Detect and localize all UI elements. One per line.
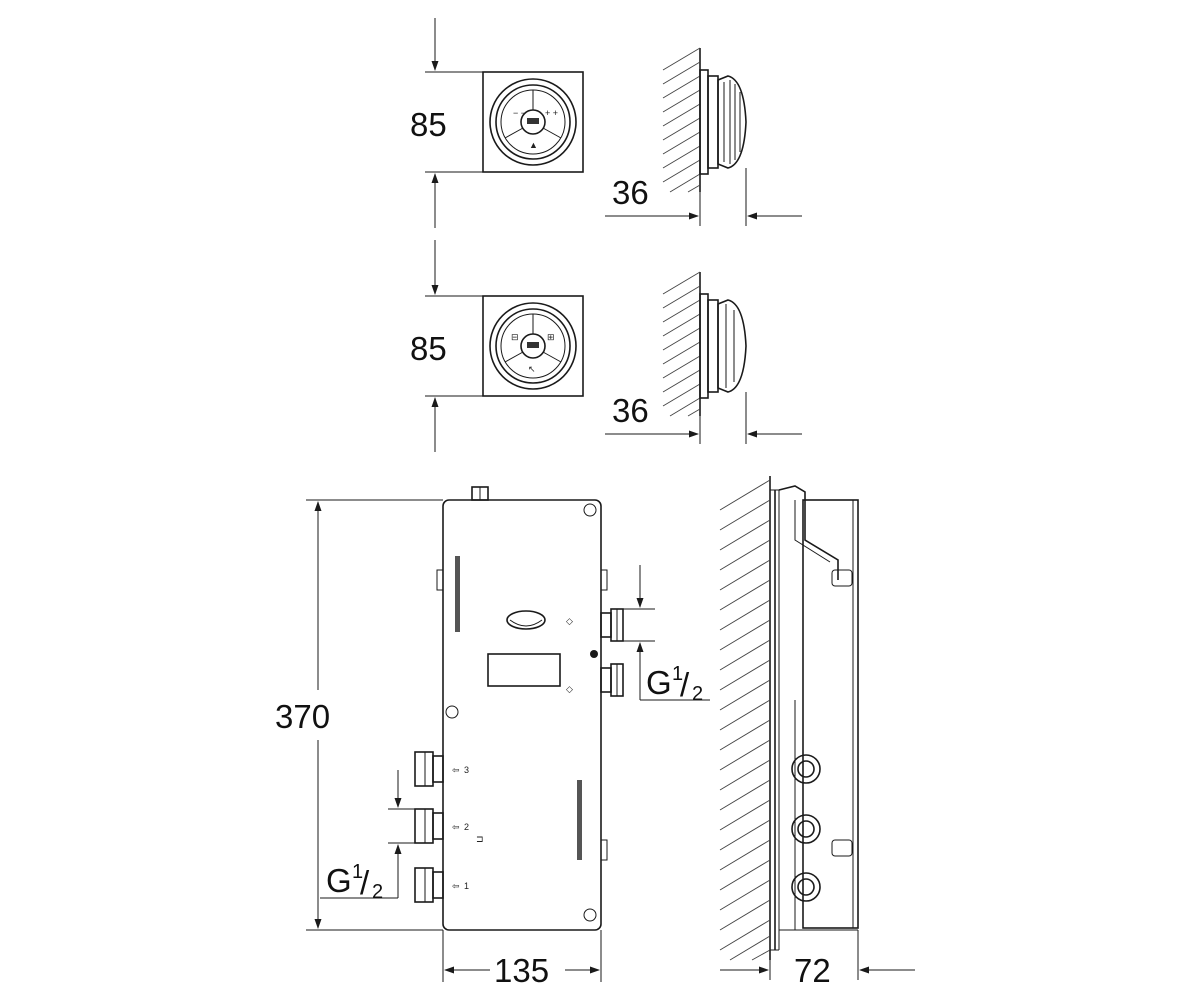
top-panel-height-dimension: 85 [410, 18, 583, 228]
box-depth-dimension: 72 [720, 930, 915, 989]
inlet-frac-num: 1 [352, 861, 363, 883]
svg-text:◇: ◇ [566, 616, 573, 626]
svg-text:⊐: ⊐ [476, 834, 484, 844]
port-label-1: 1 [464, 881, 469, 891]
svg-text:/: / [680, 666, 690, 703]
bottom-panel-front: ⊟ ⊞ ↖ [482, 295, 584, 397]
dim-box-depth: 72 [794, 952, 831, 989]
dim-box-width: 135 [494, 952, 549, 989]
top-panel-front: − − + + ▲ [482, 71, 584, 173]
outlet-frac-num: 1 [672, 663, 683, 685]
svg-text:⇦: ⇦ [452, 822, 460, 832]
port-label-3: 3 [464, 765, 469, 775]
port-label-2: 2 [464, 822, 469, 832]
outlet-thread-dimension: G 1 / 2 [623, 565, 710, 705]
control-box-side [719, 476, 859, 961]
top-panel-depth-dimension: 36 [605, 168, 802, 226]
svg-text:⇦: ⇦ [452, 765, 460, 775]
svg-text:⊟: ⊟ [511, 332, 519, 342]
svg-text:+ +: + + [545, 108, 558, 118]
svg-text:▲: ▲ [529, 140, 538, 150]
wall-hatch-middle [662, 271, 701, 417]
dim-box-height: 370 [275, 698, 330, 735]
svg-text:↖: ↖ [528, 364, 536, 374]
bottom-panel-depth-dimension: 36 [605, 392, 802, 444]
inlet-thread-label: G [326, 862, 352, 899]
svg-text:◇: ◇ [566, 684, 573, 694]
wall-hatch-bottom [719, 479, 771, 961]
inlet-frac-den: 2 [372, 881, 383, 903]
dim-bottom-panel-depth: 36 [612, 392, 649, 429]
wall-hatch-top [662, 47, 701, 193]
inlet-thread-dimension: G 1 / 2 [320, 770, 415, 903]
dim-bottom-panel-height: 85 [410, 330, 447, 367]
outlet-fittings-left: ⇦ 3 ⇦ 2 ⇦ 1 [414, 751, 469, 903]
control-box-front: ◇ ◇ ⊐ [436, 486, 608, 931]
svg-text:⊞: ⊞ [547, 332, 555, 342]
bottom-panel-height-dimension: 85 [410, 240, 583, 452]
bottom-panel-side [662, 271, 747, 417]
svg-text:/: / [360, 864, 370, 901]
svg-text:− −: − − [513, 108, 526, 118]
svg-text:G: G [646, 664, 672, 701]
svg-text:G: G [326, 862, 352, 899]
outlet-fittings-right [590, 608, 624, 697]
box-height-dimension: 370 [275, 499, 443, 931]
outlet-thread-label: G [646, 664, 672, 701]
box-width-dimension: 135 [442, 930, 602, 989]
dim-top-panel-depth: 36 [612, 174, 649, 211]
top-panel-side [662, 47, 747, 193]
svg-text:⇦: ⇦ [452, 881, 460, 891]
outlet-frac-den: 2 [692, 683, 703, 705]
dim-top-panel-height: 85 [410, 106, 447, 143]
